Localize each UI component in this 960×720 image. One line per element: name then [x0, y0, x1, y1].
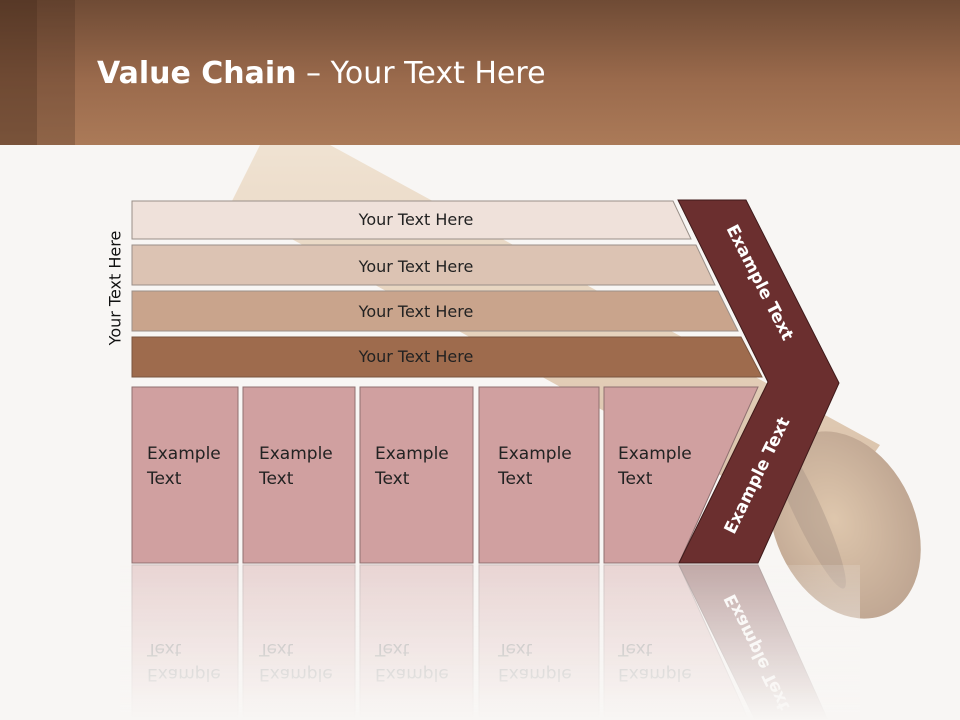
bar-2 [131, 244, 716, 286]
bar-group: Your Text Here Your Text Here Your Text … [131, 200, 763, 378]
side-axis-label: Your Text Here [105, 230, 125, 346]
header-accent-strip [0, 0, 37, 145]
reflection-fade [120, 565, 860, 720]
activity-box-4 [478, 386, 600, 564]
activity-box-2 [242, 386, 356, 564]
bar-1 [131, 200, 692, 240]
bar-1-label: Your Text Here [358, 210, 474, 229]
slide-title: Value Chain – Your Text Here [97, 56, 546, 91]
activity-box-3 [359, 386, 474, 564]
activity-box-1 [131, 386, 239, 564]
bar-3-label: Your Text Here [358, 302, 474, 321]
bar-2-label: Your Text Here [358, 257, 474, 276]
bar-4 [131, 336, 763, 378]
header-band: Value Chain – Your Text Here [0, 0, 960, 145]
bar-3 [131, 290, 739, 332]
title-bold: Value Chain [97, 56, 297, 91]
chevron-arrow [677, 199, 840, 564]
title-rest: – Your Text Here [296, 56, 546, 91]
header-accent-strip-2 [37, 0, 75, 145]
bar-4-label: Your Text Here [358, 347, 474, 366]
